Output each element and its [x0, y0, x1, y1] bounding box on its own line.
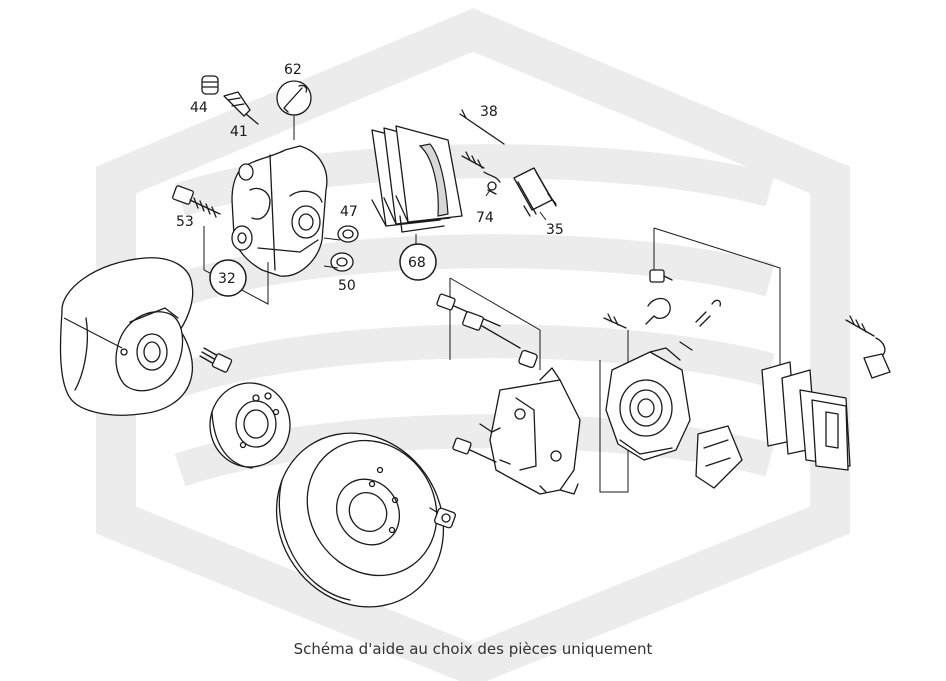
piston-seal [337, 225, 359, 243]
brake-disc [275, 432, 445, 608]
caliper-carrier [489, 367, 581, 495]
anti-rattle-clip [513, 167, 557, 217]
callout-53: 53 [176, 214, 194, 230]
watermark-logo [96, 8, 850, 681]
disc-bolt [429, 507, 456, 529]
guide-pin [459, 109, 505, 145]
caliper-bolt [172, 185, 221, 218]
callout-32: 32 [218, 271, 236, 287]
brake-pads-right [761, 361, 851, 471]
wheel-hub [209, 382, 291, 469]
callout-32-badge: 32 [209, 259, 247, 297]
dust-shield [59, 257, 194, 416]
brake-pads-top [371, 125, 463, 233]
callout-74: 74 [476, 210, 494, 226]
bleeder-right [679, 299, 722, 351]
dust-boot [330, 252, 354, 272]
callout-68: 68 [408, 255, 426, 271]
callouts: 62 44 41 38 53 47 74 35 50 32 68 [176, 62, 564, 297]
callout-35: 35 [546, 222, 564, 238]
retaining-spring-plate [695, 425, 743, 489]
callout-44: 44 [190, 100, 208, 116]
wrench-icon-right [645, 297, 671, 325]
callout-38: 38 [480, 104, 498, 120]
caliper-four-piston [231, 145, 328, 277]
bleeder-cap [201, 75, 219, 95]
wear-sensor [845, 315, 891, 379]
callout-50: 50 [338, 278, 356, 294]
carrier-bolt-upper [436, 293, 538, 369]
wrench-icon [276, 80, 312, 116]
bleeder-screw [223, 91, 259, 125]
caliper-floating [605, 347, 691, 461]
shield-bolt [199, 347, 233, 373]
callout-41: 41 [230, 124, 248, 140]
carrier-bolt-lower [452, 423, 501, 463]
callout-47: 47 [340, 204, 358, 220]
callout-62: 62 [284, 62, 302, 78]
diagram-caption: Schéma d'aide au choix des pièces unique… [293, 640, 653, 658]
caliper-guide-bolt [649, 269, 673, 283]
small-bolt-right [603, 313, 627, 329]
callout-68-badge: 68 [399, 243, 437, 281]
